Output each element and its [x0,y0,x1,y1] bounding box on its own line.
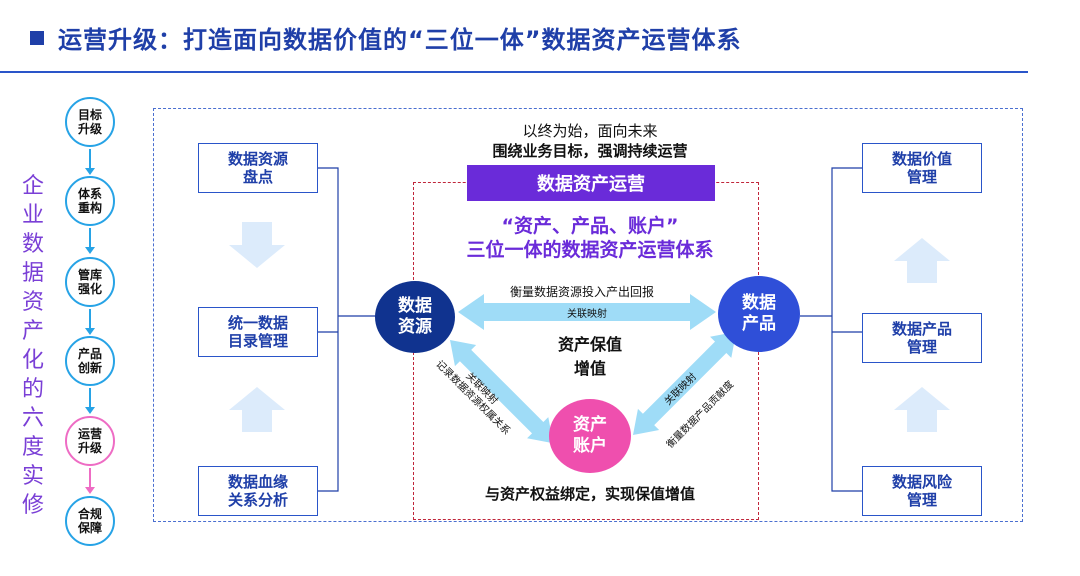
step-label: 合规保障 [77,507,102,535]
step-connector [89,149,91,169]
step-system-rebuild: 体系重构 [65,176,115,226]
step-operation-upgrade: 运营升级 [65,416,115,466]
step-connector [89,388,91,408]
box-unified-catalog-management: 统一数据目录管理 [198,307,318,357]
step-compliance: 合规保障 [65,496,115,546]
step-warehouse-strengthen: 管库强化 [65,257,115,307]
asset-value-preservation: 资产保值增值 [520,333,660,381]
step-product-innovation: 产品创新 [65,336,115,386]
up-arrow-shape [229,387,285,432]
middle-label-text: 资产保值增值 [558,335,623,378]
step-arrow [85,168,95,175]
box-label: 数据资源盘点 [227,150,288,186]
step-arrow [85,328,95,335]
left-diagonal-arrow [450,340,554,444]
headline-line2: 围绕业务目标，强调持续运营 [492,142,688,160]
step-arrow [85,407,95,414]
box-label: 统一数据目录管理 [227,314,288,350]
title-underline [0,71,1028,73]
side-label-text: 企业数据资产化的六度实修 [21,174,44,518]
slide-title: 运营升级：打造面向数据价值的“三位一体”数据资产运营体系 [58,26,742,54]
box-data-value-management: 数据价值管理 [862,143,982,193]
step-label: 体系重构 [77,187,102,215]
step-connector [89,228,91,248]
box-data-product-management: 数据产品管理 [862,313,982,363]
node-data-product: 数据产品 [718,276,800,352]
trinity-subtitle-1: “资产、产品、账户” [501,215,679,237]
title-bullet-square [30,30,44,45]
outer-dashed-frame [153,108,1023,522]
step-arrow [85,247,95,254]
left-bracket-line [318,167,385,492]
step-arrow [85,487,95,494]
trinity-subtitle-2: 三位一体的数据资产运营体系 [466,239,714,261]
top-double-arrow [458,294,716,330]
node-label: 数据资源 [398,296,432,337]
right-bracket-line [800,167,862,492]
node-data-resource: 数据资源 [375,281,455,353]
box-data-resource-inventory: 数据资源盘点 [198,143,318,193]
data-asset-operation-banner: 数据资产运营 [467,165,715,201]
right-diagonal-arrow [633,331,737,435]
box-label: 数据血缘关系分析 [227,473,288,509]
box-data-risk-management: 数据风险管理 [862,466,982,516]
slide-title-row: 运营升级：打造面向数据价值的“三位一体”数据资产运营体系 [30,20,742,55]
side-vertical-label: 企业数据资产化的六度实修 [18,172,48,520]
banner-label: 数据资产运营 [537,174,645,195]
node-asset-account: 资产账户 [549,399,631,473]
down-arrow-shape [229,222,285,268]
step-label: 产品创新 [77,347,102,375]
step-connector [89,309,91,329]
step-label: 运营升级 [77,427,102,455]
step-goal-upgrade: 目标升级 [65,97,115,147]
box-label: 数据风险管理 [891,473,952,509]
up-arrow-shape [894,238,950,283]
bottom-conclusion: 与资产权益绑定，实现保值增值 [484,485,695,503]
box-data-lineage-analysis: 数据血缘关系分析 [198,466,318,516]
step-label: 管库强化 [77,268,102,296]
headline-line1: 以终为始，面向未来 [522,122,658,140]
node-label: 数据产品 [742,293,776,334]
box-label: 数据产品管理 [891,320,952,356]
top-arrow-sublabel: 关联映射 [567,309,607,320]
box-label: 数据价值管理 [891,150,952,186]
up-arrow-shape [894,387,950,432]
step-connector [89,468,91,488]
step-label: 目标升级 [77,108,102,136]
node-label: 资产账户 [573,415,607,456]
top-arrow-label: 衡量数据资源投入产出回报 [510,285,655,299]
